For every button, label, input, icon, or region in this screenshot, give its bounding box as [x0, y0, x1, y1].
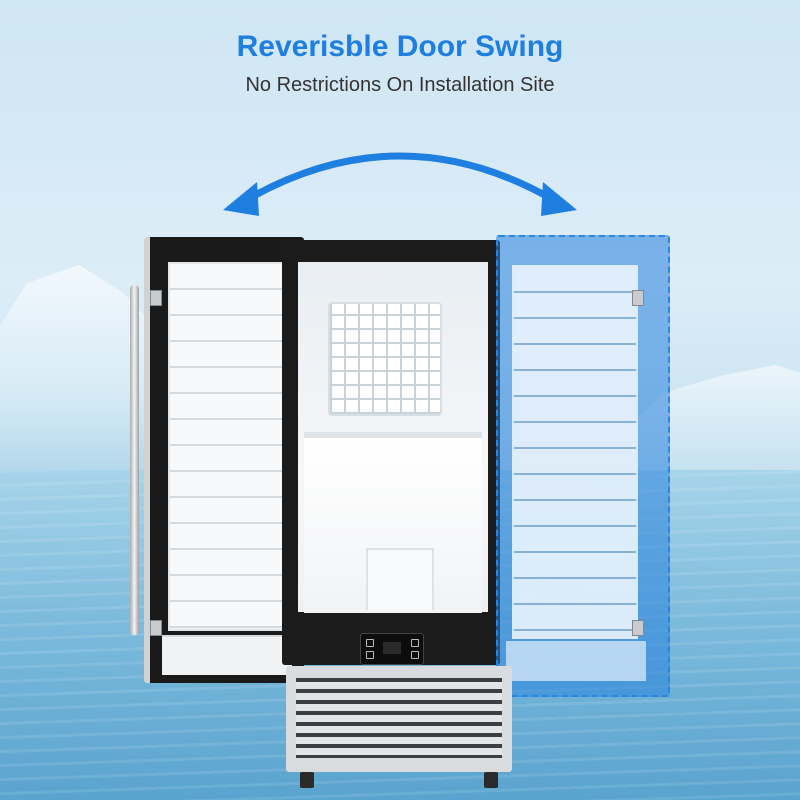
right-door-bottom-panel — [506, 641, 646, 681]
cabinet-interior — [298, 262, 488, 613]
vent-grille — [296, 678, 502, 758]
scoop-slot — [366, 548, 434, 610]
ice-mold-tray — [328, 302, 442, 416]
foot — [300, 772, 314, 788]
control-button-icon — [366, 639, 374, 647]
control-panel — [360, 633, 424, 665]
page-subtitle: No Restrictions On Installation Site — [245, 74, 555, 96]
swing-arrow-icon — [223, 152, 577, 216]
control-button-icon — [411, 651, 419, 659]
ice-storage-bin — [304, 432, 482, 613]
ice-maker-cabinet — [282, 240, 500, 665]
left-door-bottom-panel — [162, 635, 292, 675]
control-button-icon — [366, 651, 374, 659]
page-title: Reverisble Door Swing — [236, 30, 564, 63]
hinge — [150, 290, 162, 306]
foot — [484, 772, 498, 788]
left-door — [144, 237, 304, 683]
hinge — [632, 290, 644, 306]
control-button-icon — [411, 639, 419, 647]
control-display — [383, 642, 401, 654]
hinge — [632, 620, 644, 636]
hinge — [150, 620, 162, 636]
door-handle — [130, 285, 139, 635]
base-grille-unit — [286, 666, 512, 772]
right-door-liner — [512, 265, 638, 639]
left-door-liner — [168, 262, 292, 631]
